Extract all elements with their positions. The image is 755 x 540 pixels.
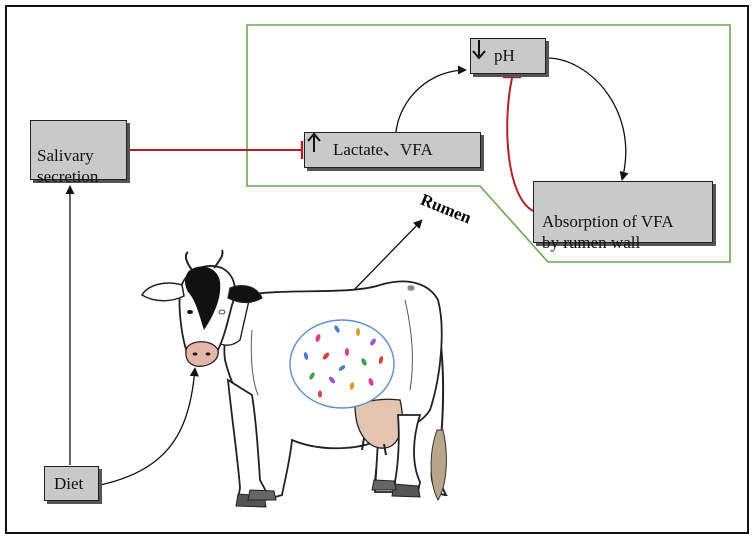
cow-nostril-left — [192, 352, 198, 356]
cow-teat-2 — [383, 443, 387, 456]
absorption-label: Absorption of VFA by rumen wall — [542, 212, 674, 252]
microbe — [309, 372, 315, 380]
cow-eye-left — [187, 310, 193, 314]
cow-back-hoof-far — [371, 479, 397, 491]
ph-label: pH — [494, 46, 515, 65]
cow-ear-left — [140, 282, 185, 302]
microbe — [315, 334, 321, 342]
microbe — [370, 338, 376, 346]
rumen-circle — [289, 319, 395, 409]
microbe — [356, 328, 360, 336]
microbe — [338, 365, 346, 371]
microbe — [328, 376, 336, 384]
cow-back-leg-near — [394, 414, 422, 493]
down-arrow-icon — [472, 40, 486, 59]
cow-ear-right — [227, 285, 263, 304]
lactate-vfa-box: Lactate、VFA — [304, 132, 481, 168]
cow-back-spot — [407, 285, 415, 291]
cow-illustration — [140, 249, 448, 508]
cow-front-hoof-far — [247, 489, 277, 501]
diet-to-cow-arrow — [99, 367, 199, 486]
lactate-to-ph-arrow — [395, 65, 467, 133]
cow-muzzle — [185, 341, 219, 368]
cow-teat-1 — [361, 437, 365, 451]
cow-to-rumen-arrow — [351, 219, 423, 293]
microbe — [361, 358, 367, 366]
microbe — [349, 382, 355, 390]
ph-to-absorption-arrow — [546, 57, 629, 181]
lactate-vfa-label: Lactate、VFA — [333, 140, 433, 159]
diet-label: Diet — [54, 474, 84, 493]
cow-shoulder-line — [250, 329, 259, 396]
salivary-secretion-box: Salivary secretion — [30, 120, 127, 186]
cow-face-patch — [185, 266, 221, 330]
absorption-box: Absorption of VFA by rumen wall — [533, 181, 713, 252]
up-arrow-icon — [307, 133, 321, 152]
rumen-microbes — [303, 325, 384, 398]
microbe — [345, 348, 349, 356]
absorption-inhibits-ph-line — [506, 77, 534, 212]
cow-back-hoof-near — [391, 483, 421, 498]
rumen-region-outline — [246, 24, 731, 263]
cow-hip-line — [404, 299, 413, 391]
outer-frame — [5, 5, 749, 534]
microbe — [322, 352, 330, 360]
microbe — [334, 325, 340, 333]
diet-box: Diet — [44, 466, 99, 501]
salivary-secretion-label: Salivary secretion — [37, 146, 99, 186]
cow-eye-right — [218, 309, 226, 315]
microbe — [378, 356, 384, 364]
microbe — [318, 390, 322, 398]
cow-horn-right — [213, 249, 224, 269]
ph-box: pH — [470, 38, 546, 74]
cow-tail-tuft — [430, 429, 447, 502]
microbe — [303, 352, 309, 360]
microbe — [368, 378, 374, 386]
cow-nostril-right — [205, 352, 211, 356]
cow-horn-left — [184, 251, 193, 271]
